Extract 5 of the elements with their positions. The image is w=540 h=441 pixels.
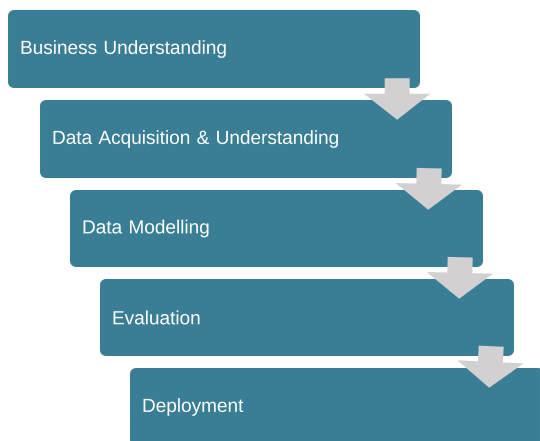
process-box: Deployment xyxy=(130,368,540,441)
process-box: Evaluation xyxy=(100,278,514,356)
process-box: Data Acquisition & Understanding xyxy=(40,100,452,178)
process-box: Data Modelling xyxy=(70,190,483,267)
process-box: Business Understanding xyxy=(8,10,420,88)
